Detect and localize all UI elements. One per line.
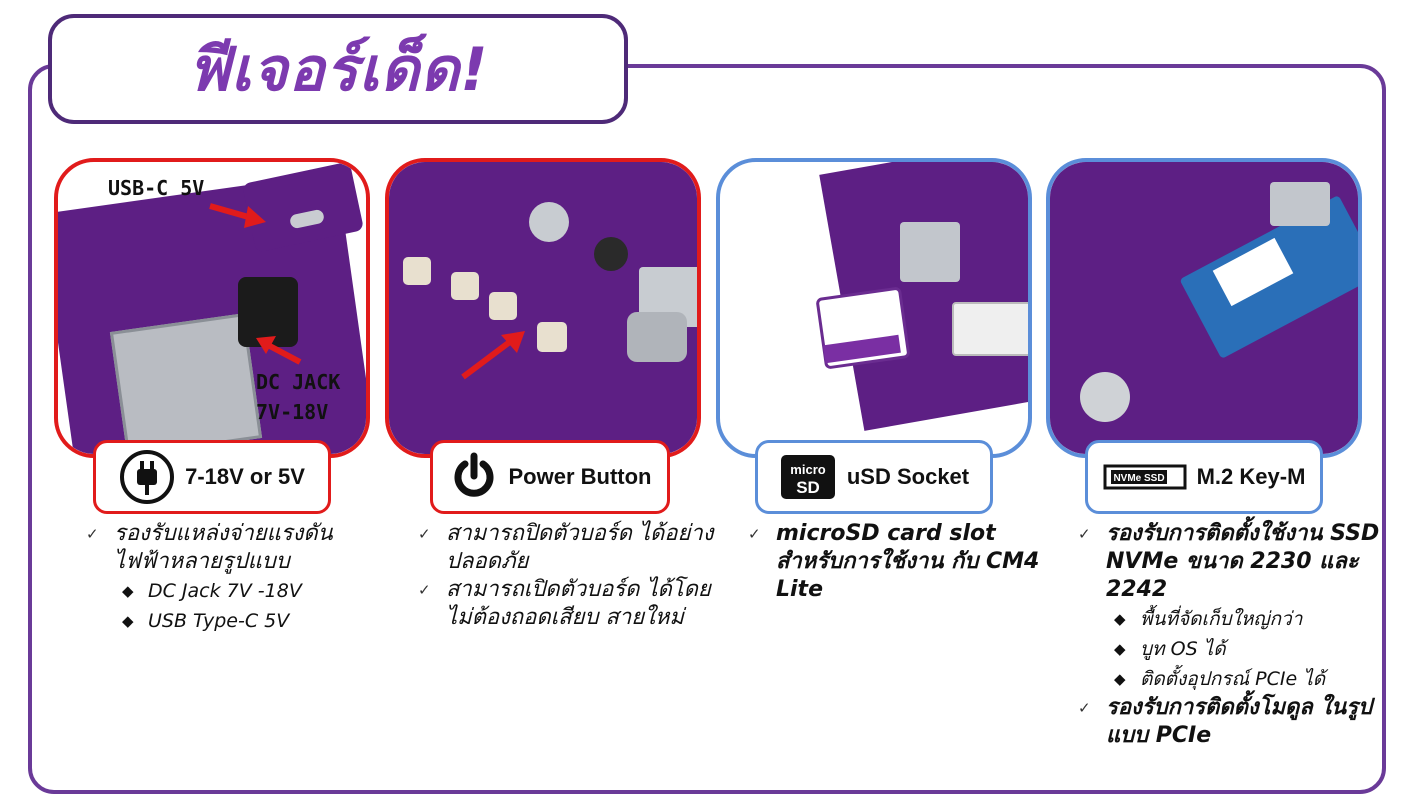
page-title: ฟีเจอร์เด็ด! [187,34,489,105]
usb-c-callout: USB-C 5V [108,176,205,200]
feature-frame [28,64,1386,794]
diamond-bullet-icon: ◆ [122,582,134,600]
label-power-input: 7-18V or 5V [93,440,331,514]
label-text: M.2 Key-M [1196,464,1306,489]
label-power-button: Power Button [430,440,670,514]
check-icon: ✓ [1078,699,1091,717]
check-icon: ✓ [748,525,761,543]
card-power-input-photo: USB-C 5V DC JACK 7V-18V [54,158,370,458]
arrow-icon [209,203,266,228]
nvme-ssd-icon: NVMe SSD [1103,464,1187,490]
svg-text:micro: micro [790,462,825,477]
microsd-logo-icon: micro SD [780,455,835,499]
check-icon: ✓ [86,525,99,543]
svg-text:SD: SD [796,478,820,497]
list-item: ✓รองรับการติดตั้งใช้งาน SSD NVMe ขนาด 22… [1078,521,1380,602]
list-item: ✓สามารถปิดตัวบอร์ด ได้อย่างปลอดภัย [418,521,714,574]
card-2-bullets: ✓สามารถปิดตัวบอร์ด ได้อย่างปลอดภัย ✓สามา… [418,520,728,632]
diamond-bullet-icon: ◆ [1114,640,1126,658]
diamond-bullet-icon: ◆ [1114,670,1126,688]
voltage-callout: 7V-18V [256,400,329,424]
title-banner: ฟีเจอร์เด็ด! [48,14,628,124]
power-plug-icon [120,450,175,504]
label-text: Power Button [508,464,652,489]
sub-list-item: ◆บูท OS ได้ [1078,634,1388,664]
label-text: uSD Socket [846,464,970,489]
sub-list-item: ◆พื้นที่จัดเก็บใหญ่กว่า [1078,604,1388,634]
arrow-icon [461,331,525,380]
card-4-bullets: ✓รองรับการติดตั้งใช้งาน SSD NVMe ขนาด 22… [1078,520,1388,750]
card-power-button-photo [385,158,701,458]
diamond-bullet-icon: ◆ [122,612,134,630]
power-symbol-icon [454,452,493,497]
card-usd-photo [716,158,1032,458]
sub-list-item: ◆DC Jack 7V -18V [86,576,386,606]
card-1-bullets: ✓รองรับแหล่งจ่ายแรงดัน ไฟฟ้าหลายรูปแบบ ◆… [86,520,386,636]
diamond-bullet-icon: ◆ [1114,610,1126,628]
sub-list-item: ◆ติดตั้งอุปกรณ์ PCIe ได้ [1078,664,1388,694]
card-3-bullets: ✓microSD card slot สำหรับการใช้งาน กับ C… [748,520,1048,604]
list-item: ✓รองรับแหล่งจ่ายแรงดัน ไฟฟ้าหลายรูปแบบ [86,521,333,574]
dc-jack-callout: DC JACK [256,370,341,394]
sub-list-item: ◆USB Type-C 5V [86,606,386,636]
check-icon: ✓ [418,525,431,543]
label-usd-socket: micro SD uSD Socket [755,440,993,514]
list-item: ✓รองรับการติดตั้งโมดูล ในรูปแบบ PCIe [1078,695,1372,748]
check-icon: ✓ [1078,525,1091,543]
list-item: ✓สามารถเปิดตัวบอร์ด ได้โดยไม่ต้องถอดเสีย… [418,577,711,630]
label-text: 7-18V or 5V [185,464,305,489]
arrow-icon [256,336,302,365]
card-m2-photo [1046,158,1362,458]
list-item: ✓microSD card slot สำหรับการใช้งาน กับ C… [748,521,1040,602]
svg-text:NVMe SSD: NVMe SSD [1113,473,1164,484]
label-m2: NVMe SSD M.2 Key-M [1085,440,1323,514]
check-icon: ✓ [418,581,431,599]
